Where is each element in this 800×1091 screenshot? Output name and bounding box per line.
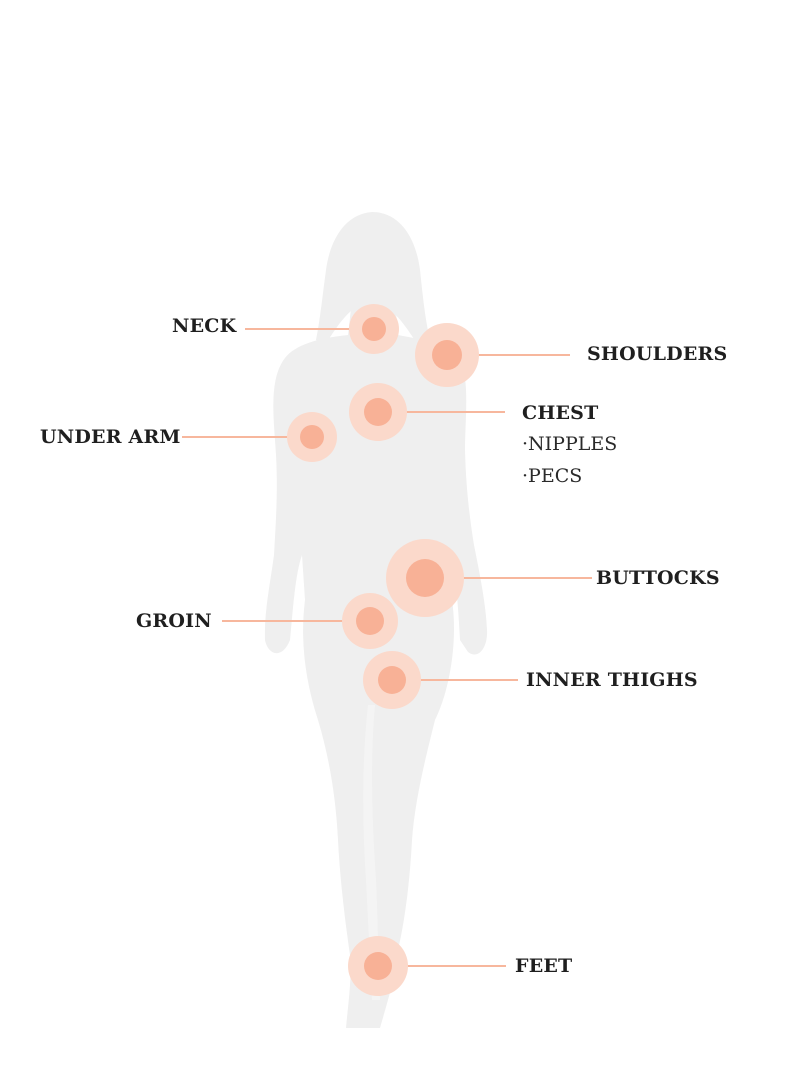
under-arm-marker [287, 412, 337, 462]
inner-thighs-label: INNER THIGHS [526, 669, 698, 691]
chest-label: CHEST [522, 402, 599, 424]
groin-marker [342, 593, 398, 649]
feet-marker [348, 936, 408, 996]
buttocks-marker [386, 539, 464, 617]
chest-sub-nipples: ·NIPPLES [522, 433, 618, 455]
under-arm-label: UNDER ARM [40, 426, 181, 448]
buttocks-label: BUTTOCKS [596, 567, 720, 589]
shoulders-marker [415, 323, 479, 387]
chest-sub-pecs: ·PECS [522, 465, 583, 487]
shoulders-label: SHOULDERS [587, 343, 728, 365]
chest-marker [349, 383, 407, 441]
groin-label: GROIN [136, 610, 212, 632]
hotspots [287, 304, 479, 996]
inner-thighs-marker [363, 651, 421, 709]
neck-marker [349, 304, 399, 354]
neck-label: NECK [172, 315, 237, 337]
feet-label: FEET [515, 955, 573, 977]
